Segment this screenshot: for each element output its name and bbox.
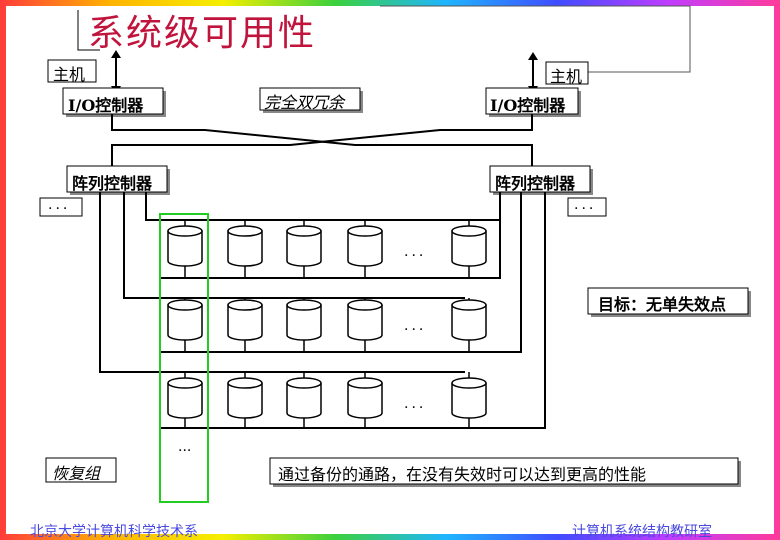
recovery-group-label: 恢复组 bbox=[52, 464, 101, 483]
goal-label: 目标：无单失效点 bbox=[598, 295, 727, 314]
disk-icon bbox=[227, 299, 263, 341]
disk-array bbox=[167, 225, 487, 419]
goal-box bbox=[587, 287, 749, 315]
host-left-label: 主机 bbox=[53, 65, 86, 84]
host-left-arrow bbox=[111, 50, 121, 94]
note-box bbox=[269, 457, 739, 485]
array-controller-right-label: 阵列控制器 bbox=[495, 174, 576, 193]
array-controller-left-label: 阵列控制器 bbox=[72, 174, 153, 193]
disk-icon bbox=[286, 225, 322, 267]
disk-row-3-ellipsis: ... bbox=[404, 396, 427, 412]
slide-title: 系统级可用性 bbox=[88, 4, 316, 56]
footer-left: 北京大学计算机科学技术系 bbox=[30, 524, 198, 540]
disk-row-1-ellipsis: ... bbox=[404, 244, 427, 260]
host-right-label: 主机 bbox=[550, 67, 583, 86]
io-controller-right-box bbox=[485, 87, 579, 115]
disk-icon bbox=[227, 225, 263, 267]
top-connector-line bbox=[380, 5, 691, 73]
slide-title-text: 系统级可用性 bbox=[88, 13, 317, 54]
disk-icon bbox=[451, 377, 487, 419]
disk-icon bbox=[286, 377, 322, 419]
io-controller-left-box bbox=[62, 87, 164, 115]
disk-icon bbox=[451, 299, 487, 341]
disk-icon bbox=[451, 225, 487, 267]
cross-connections bbox=[111, 114, 533, 166]
ellipsis-box-left bbox=[39, 197, 83, 217]
disk-icon bbox=[167, 225, 203, 267]
recovery-column-ellipsis: ... bbox=[178, 439, 192, 455]
io-controller-left-label: I/O控制器 bbox=[68, 96, 144, 115]
disk-icon bbox=[227, 377, 263, 419]
redundancy-box bbox=[259, 87, 361, 111]
disk-icon bbox=[286, 299, 322, 341]
disk-connectors bbox=[184, 220, 470, 428]
redundancy-label: 完全双冗余 bbox=[264, 93, 345, 112]
host-right-box bbox=[545, 61, 589, 85]
disk-icon bbox=[167, 299, 203, 341]
footer-right: 计算机系统结构教研室 bbox=[572, 524, 712, 540]
note-label: 通过备份的通路，在没有失效时可以达到更高的性能 bbox=[278, 465, 647, 484]
io-controller-right-label: I/O控制器 bbox=[490, 96, 566, 115]
ellipsis-box-right bbox=[567, 197, 607, 217]
disk-icon bbox=[347, 225, 383, 267]
recovery-group-highlight bbox=[159, 213, 209, 503]
recovery-group-box bbox=[45, 457, 117, 483]
right-bus-lines bbox=[160, 192, 546, 429]
ellipsis-right: ... bbox=[574, 197, 597, 213]
disk-row-2-ellipsis: ... bbox=[404, 318, 427, 334]
disk-icon bbox=[347, 299, 383, 341]
array-controller-left-box bbox=[66, 165, 168, 193]
title-border-line bbox=[77, 10, 100, 51]
array-controller-right-box bbox=[489, 165, 591, 193]
left-bus-lines bbox=[99, 192, 500, 373]
disk-icon bbox=[347, 377, 383, 419]
ellipsis-left: ... bbox=[48, 197, 71, 213]
disk-icon bbox=[167, 377, 203, 419]
host-left-box bbox=[47, 59, 97, 83]
